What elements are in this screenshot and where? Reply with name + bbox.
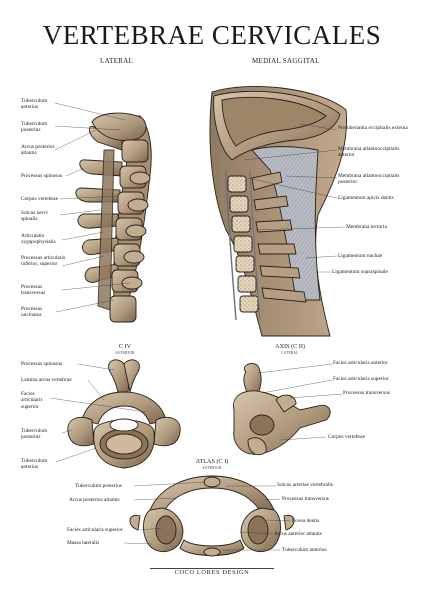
label-processus-transversus: Processus transversus	[21, 284, 46, 297]
c4-view: SUPERIOR	[115, 351, 135, 355]
page-title: VERTEBRAE CERVICALES	[42, 20, 382, 50]
label-arcus-posterior-atlantis: Arcus posterior atlantis	[21, 144, 55, 157]
axis-label-corpus: Corpus vertebrae	[328, 434, 365, 440]
c4-label-lamina: Lamina arcus vertebrae	[21, 377, 72, 383]
label-corpus-vertebrae: Corpus vertebrae	[21, 196, 58, 202]
c4-title: C IV	[118, 343, 132, 350]
atlas-label-transversus: Processus transversus	[282, 496, 329, 502]
atlas-label-massa: Massa lateralis	[67, 540, 100, 546]
atlas-label-arcus-posterius: Arcus posterius atlantis	[69, 497, 120, 503]
subtitle-medial: MEDIAL SAGGITAL	[252, 57, 320, 65]
label-ligamentum-supraspinale: Ligamentum supraspinale	[332, 269, 388, 275]
label-processus-spinosus: Processus spinosus	[21, 173, 63, 179]
label-sulcus-nervi-spinalis: Sulcus nervi spinalis	[21, 210, 48, 223]
label-membrana-anterior: Membrana atlantooccipitalis anterior	[338, 146, 400, 159]
atlas-label-fovea: Fovea dentis	[292, 518, 320, 524]
c4-illustration	[67, 359, 181, 469]
label-ligamentum-apicis: Ligamentum apicis dentis	[338, 195, 394, 201]
atlas-label-tub-posterius: Tuberculum posterius	[75, 483, 122, 489]
c4-label-facies: Facies articularis superior	[21, 391, 43, 410]
axis-leader-lines	[257, 363, 343, 441]
label-articulatio-zygapophysialis: Articulatio zygapophysialis	[21, 233, 56, 246]
label-membrana-posterior: Membrana atlantooccipitalis posterior	[338, 173, 400, 186]
label-tuberculum-anterius: Tuberculum anterius	[21, 98, 48, 111]
label-processus-uncinatus: Processus uncinatus	[21, 306, 43, 319]
medial-leader-lines	[243, 123, 346, 273]
atlas-label-facies: Facies articularis superior	[67, 527, 123, 533]
c4-leader-lines	[49, 363, 147, 463]
label-membrana-tectoria: Membrana tectoria	[346, 224, 387, 230]
axis-label-transversus: Processus transversus	[343, 390, 390, 396]
footer-divider	[150, 568, 274, 569]
axis-title: AXIS (C II)	[275, 343, 305, 350]
atlas-label-sulcus: Sulcus arteriae vertebralis	[277, 482, 333, 488]
label-processus-articularis: Processus articularis inferior, superior	[21, 255, 66, 268]
lateral-leader-lines	[54, 102, 131, 313]
label-tuberculum-posterius: Tuberculum posterius	[21, 121, 48, 134]
axis-illustration	[233, 363, 331, 456]
subtitle-lateral: LATERAL	[100, 57, 134, 65]
c4-label-tub-posterius: Tuberculum posterius	[21, 428, 48, 441]
atlas-label-arcus-anterior: Arcus anterior atlantis	[274, 531, 322, 537]
axis-view: LATERAL	[281, 351, 299, 355]
atlas-leader-lines	[123, 481, 291, 551]
atlas-view: SUPERIOR	[202, 466, 222, 470]
axis-label-superior: Facies articularis superior	[333, 376, 389, 382]
medial-sagittal-illustration	[209, 85, 348, 337]
label-protuberantia: Protuberantia occipitalis externa	[338, 125, 408, 131]
footer-credit: COCO LORES DESIGN	[174, 569, 250, 576]
c4-label-tub-anterius: Tuberculum anterius	[21, 458, 48, 471]
atlas-title: ATLAS (C I)	[195, 458, 229, 465]
axis-label-anterior: Facies articularis anterior	[333, 360, 388, 366]
lateral-spine-illustration	[75, 112, 152, 323]
label-ligamentum-nuchae: Ligamentum nuchae	[338, 253, 383, 259]
atlas-label-tub-anterius: Tuberculum anterius	[282, 547, 327, 553]
c4-label-spinosus: Processus spinosus	[21, 361, 63, 367]
atlas-illustration	[129, 475, 295, 557]
